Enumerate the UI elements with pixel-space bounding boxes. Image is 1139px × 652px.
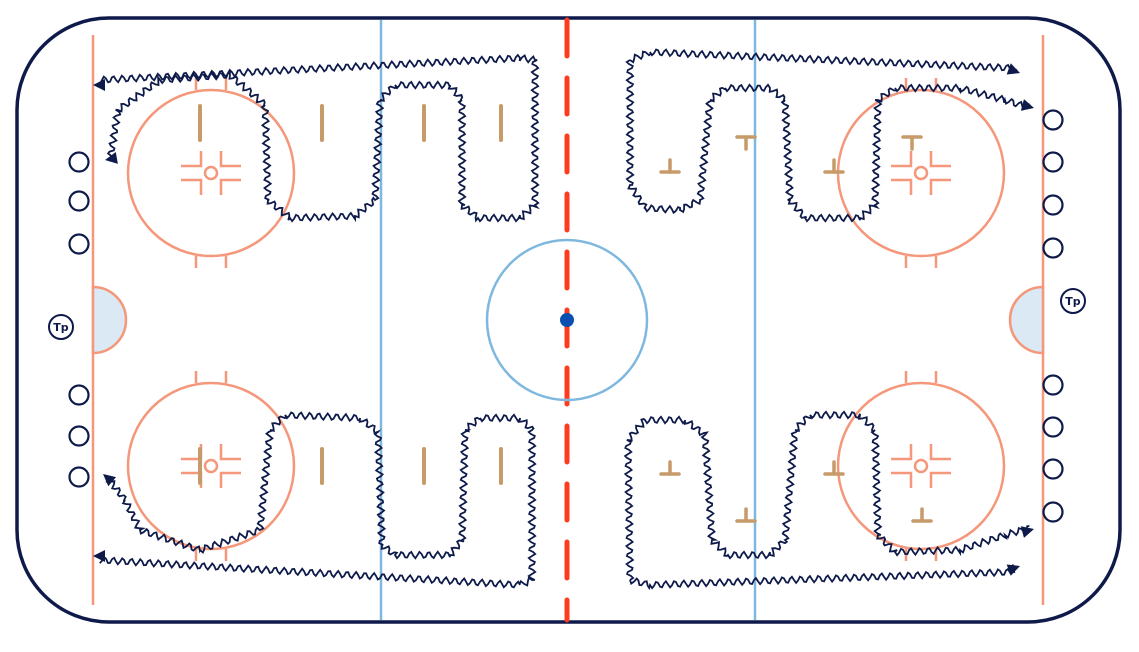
skating-path-right-bottom-inner bbox=[623, 410, 1030, 581]
player-circle-icon bbox=[68, 425, 90, 447]
cone-icon bbox=[659, 158, 681, 174]
arrow-head-icon bbox=[1020, 526, 1034, 538]
goalie-icon bbox=[1060, 288, 1086, 314]
arrow-head-icon bbox=[93, 79, 105, 91]
goal-crease-left bbox=[91, 285, 128, 355]
goal-crease-right bbox=[1008, 285, 1045, 355]
cone-icon bbox=[735, 135, 757, 151]
skating-path-left-top bbox=[99, 53, 540, 223]
arrow-head-icon bbox=[1020, 99, 1034, 111]
player-circle-icon bbox=[1042, 194, 1064, 216]
cone-icon bbox=[735, 507, 757, 523]
player-circle-icon bbox=[1042, 151, 1064, 173]
skating-path-right-bottom-outer bbox=[629, 564, 1016, 591]
goalie-icon bbox=[48, 314, 74, 340]
player-circle-icon bbox=[1042, 416, 1064, 438]
player-circle-icon bbox=[68, 233, 90, 255]
player-circle-icon bbox=[1042, 237, 1064, 259]
goalie-left: Tp bbox=[48, 314, 74, 340]
player-circle-icon bbox=[1042, 501, 1064, 523]
cone-icon bbox=[911, 507, 933, 523]
player-circle-icon bbox=[68, 384, 90, 406]
arrow-head-icon bbox=[1006, 63, 1020, 75]
skating-path-right-top-inner bbox=[625, 59, 1032, 223]
players bbox=[68, 109, 1064, 523]
cone-icon bbox=[823, 158, 845, 174]
player-circle-icon bbox=[68, 466, 90, 488]
cone-icon bbox=[659, 460, 681, 476]
arrow-head-icon bbox=[103, 474, 117, 487]
faceoff-circle bbox=[126, 78, 296, 268]
skating-path-left-bottom bbox=[99, 411, 537, 589]
player-circle-icon bbox=[68, 151, 90, 173]
center-faceoff-dot bbox=[560, 313, 574, 327]
skating-paths bbox=[93, 48, 1034, 591]
player-circle-icon bbox=[1042, 458, 1064, 480]
arrow-head-icon bbox=[105, 152, 118, 164]
cone-icon bbox=[823, 460, 845, 476]
player-circle-icon bbox=[68, 190, 90, 212]
obstacles bbox=[198, 104, 933, 523]
goalie-label: Tp bbox=[1065, 295, 1081, 308]
arrow-head-icon bbox=[1006, 564, 1020, 576]
player-circle-icon bbox=[1042, 109, 1064, 131]
skating-path-right-top-outer bbox=[629, 48, 1018, 73]
cone-icon bbox=[901, 135, 923, 151]
player-circle-icon bbox=[1042, 374, 1064, 396]
center-circle bbox=[485, 238, 649, 402]
arrow-head-icon bbox=[93, 550, 105, 562]
goalie-right: Tp bbox=[1060, 288, 1086, 314]
goalie-label: Tp bbox=[53, 321, 69, 334]
